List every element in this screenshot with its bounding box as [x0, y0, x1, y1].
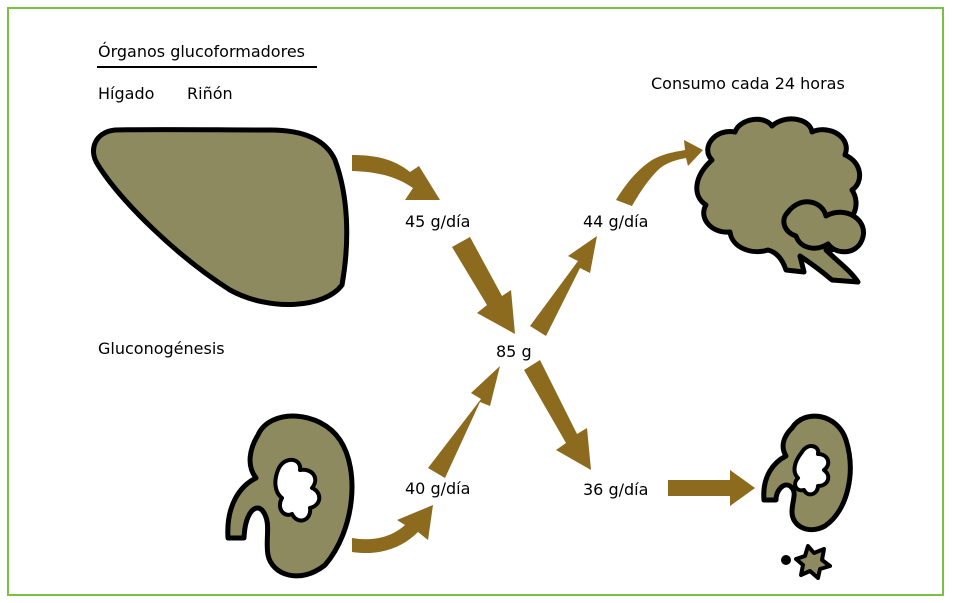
kidney-arrow	[352, 505, 433, 553]
other-rate-label: 36 g/día	[583, 482, 648, 498]
process-label: Gluconogénesis	[98, 341, 225, 357]
brain-rate-label: 44 g/día	[583, 214, 648, 230]
kidney-label: Riñón	[187, 86, 233, 102]
liver-rate-label: 45 g/día	[405, 214, 470, 230]
consumption-label: Consumo cada 24 horas	[651, 76, 845, 92]
title-underline	[97, 66, 317, 68]
brain-icon	[697, 119, 860, 282]
other-arrow	[668, 470, 755, 506]
organs-title: Órganos glucoformadores	[98, 44, 305, 60]
blood-cell-star-icon	[796, 546, 830, 578]
liver-icon	[93, 130, 346, 305]
liver-to-total-arrow	[452, 237, 515, 334]
total-to-brain-arrow	[530, 236, 597, 336]
blood-cell-dot-icon	[781, 555, 791, 565]
liver-label: Hígado	[98, 86, 154, 102]
brain-arrow	[616, 140, 703, 206]
kidney-rate-label: 40 g/día	[405, 481, 470, 497]
kidney-to-total-arrow	[428, 366, 500, 478]
total-to-other-arrow	[524, 360, 591, 470]
small-kidney-calyces-icon	[795, 446, 829, 494]
total-label: 85 g	[496, 344, 532, 360]
liver-arrow	[352, 155, 440, 200]
